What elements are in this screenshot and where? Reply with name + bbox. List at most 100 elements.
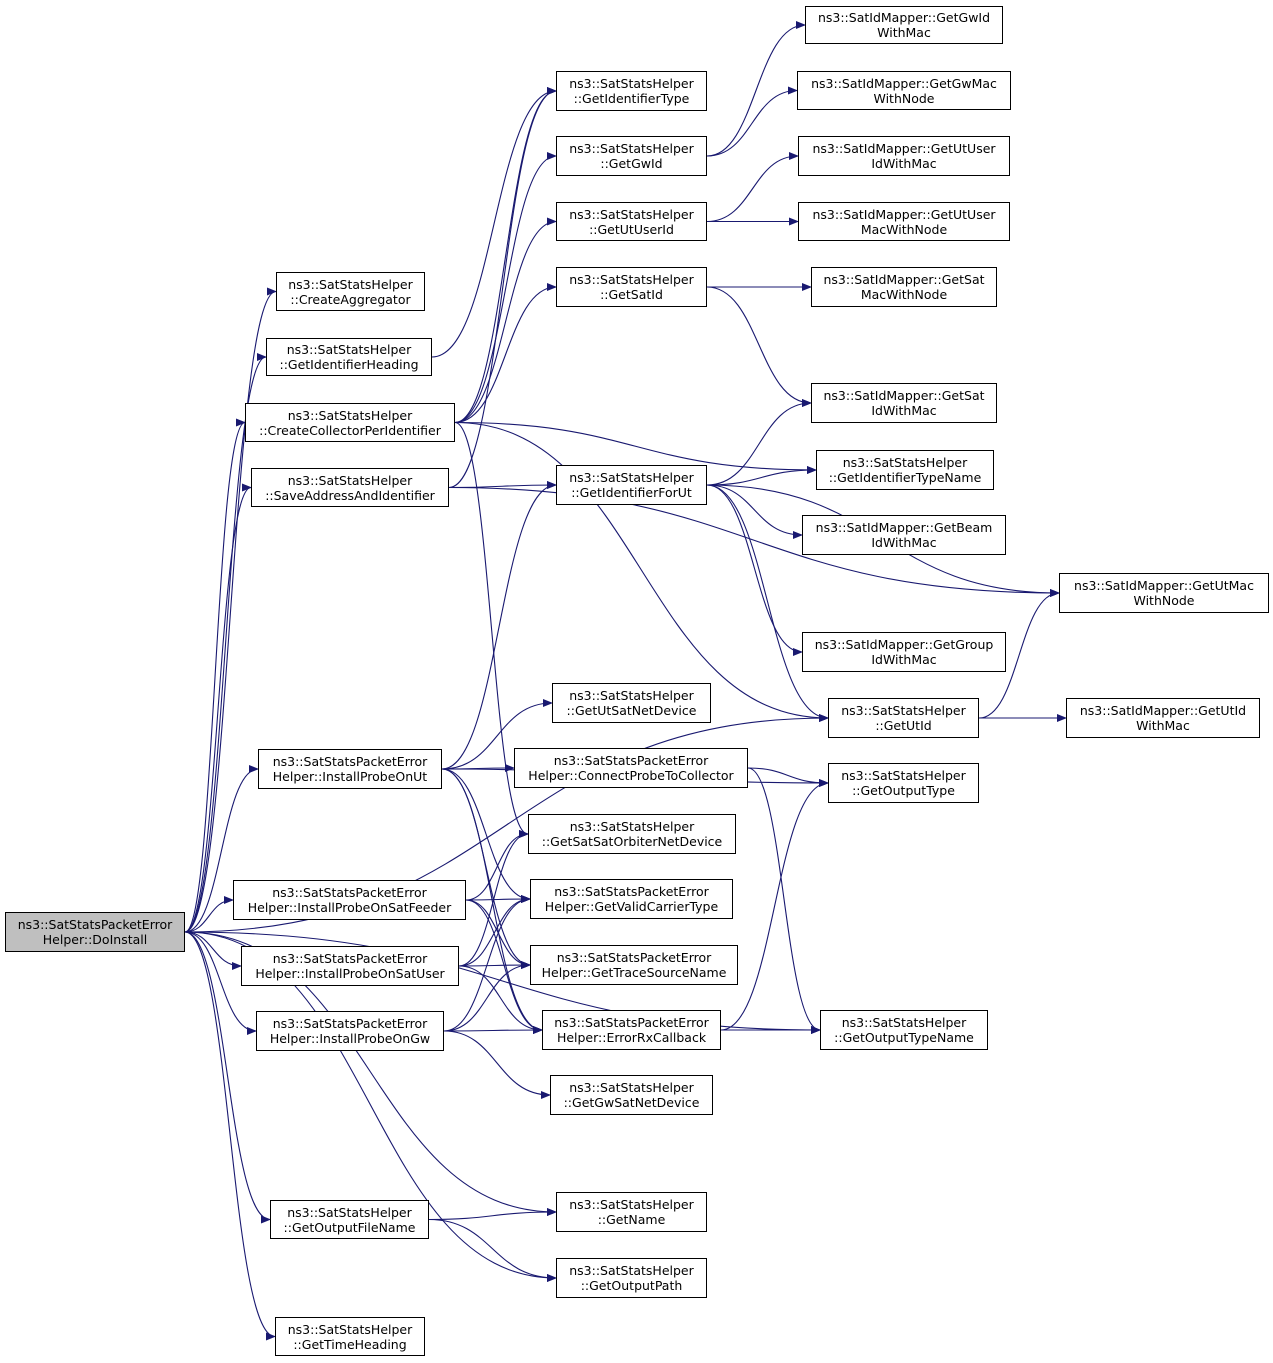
node-getgwid[interactable]: ns3::SatStatsHelper::GetGwId: [556, 136, 707, 176]
edge-createcollector-to-getsatsatorbiter: [454, 421, 529, 838]
node-label-line1: ns3::SatStatsHelper: [569, 272, 694, 287]
node-getoutputfilename[interactable]: ns3::SatStatsHelper::GetOutputFileName: [270, 1200, 429, 1239]
node-label-line2: ::GetOutputType: [852, 783, 955, 798]
node-gettimeheading[interactable]: ns3::SatStatsHelper::GetTimeHeading: [275, 1317, 425, 1356]
node-getidentifierforut[interactable]: ns3::SatStatsHelper::GetIdentifierForUt: [556, 465, 707, 505]
node-label-line2: ::GetGwSatNetDevice: [563, 1095, 700, 1110]
node-getidentifierheading[interactable]: ns3::SatStatsHelper::GetIdentifierHeadin…: [266, 338, 432, 376]
node-getidentifiertypename[interactable]: ns3::SatStatsHelper::GetIdentifierTypeNa…: [816, 450, 994, 490]
node-label-line1: ns3::SatStatsHelper: [569, 819, 695, 834]
edge-doinstall-to-getoutputfilename: [184, 931, 271, 1224]
node-label-line1: ns3::SatIdMapper::GetBeam: [815, 520, 993, 535]
node-getsatid[interactable]: ns3::SatStatsHelper::GetSatId: [556, 267, 707, 307]
node-label-line1: ns3::SatIdMapper::GetUtUser: [812, 206, 996, 222]
edge-getutid-to-getutmacwithnode: [978, 589, 1060, 719]
node-saveaddress[interactable]: ns3::SatStatsHelper::SaveAddressAndIdent…: [251, 468, 449, 507]
edge-installgw-to-gettracesource: [443, 961, 531, 1032]
node-getutsatnetdevice[interactable]: ns3::SatStatsHelper::GetUtSatNetDevice: [552, 683, 711, 723]
edge-installgw-to-getvalidcarrier: [443, 895, 531, 1032]
node-label-line2: ::GetTimeHeading: [293, 1336, 407, 1352]
edge-getsatid-to-getsatidwithmac: [706, 286, 812, 407]
node-label-line1: ns3::SatStatsHelper: [287, 472, 413, 488]
node-getidentifiertype[interactable]: ns3::SatStatsHelper::GetIdentifierType: [556, 71, 707, 111]
node-label-line1: ns3::SatIdMapper::GetUtMac: [1074, 578, 1254, 593]
node-label-line2: IdWithMac: [871, 403, 937, 418]
edge-doinstall-to-createcollector: [184, 418, 246, 933]
node-getgwsatnetdevice[interactable]: ns3::SatStatsHelper::GetGwSatNetDevice: [550, 1075, 713, 1115]
node-label-line1: ns3::SatStatsPacketError: [272, 1016, 428, 1031]
edge-getidentifierforut-to-getutid: [706, 484, 829, 722]
edge-createcollector-to-getgwid: [454, 152, 557, 424]
node-label-line2: ::GetSatId: [600, 287, 663, 302]
node-label-line1: ns3::SatStatsHelper: [287, 407, 413, 423]
edge-getoutputfilename-to-getname: [428, 1208, 557, 1221]
node-label-line1: ns3::SatStatsHelper: [287, 1321, 413, 1337]
node-label-line1: ns3::SatStatsHelper: [569, 141, 694, 156]
node-label-line1: ns3::SatStatsPacketError: [554, 1015, 709, 1030]
node-createaggregator[interactable]: ns3::SatStatsHelper::CreateAggregator: [276, 272, 425, 311]
edge-doinstall-to-installut: [184, 765, 259, 933]
node-label-line1: ns3::SatIdMapper::GetUtId: [1079, 703, 1247, 718]
node-label-line2: ::GetIdentifierTypeName: [828, 470, 982, 485]
node-createcollector[interactable]: ns3::SatStatsHelper::CreateCollectorPerI…: [245, 403, 455, 442]
node-label-line2: IdWithMac: [871, 652, 937, 667]
edge-installsatfeeder-to-getvalidcarrier: [465, 895, 531, 904]
node-label-line1: ns3::SatStatsPacketError: [554, 884, 709, 899]
node-getoutputtypename[interactable]: ns3::SatStatsHelper::GetOutputTypeName: [820, 1010, 988, 1050]
node-label-line1: ns3::SatStatsPacketError: [272, 885, 427, 900]
node-label-line2: ::GetUtUserId: [589, 221, 674, 237]
node-getutid[interactable]: ns3::SatStatsHelper::GetUtId: [828, 698, 979, 738]
edge-getidentifierforut-to-getbeamidwithmac: [706, 484, 803, 539]
edge-installut-to-getvalidcarrier: [441, 768, 531, 903]
node-label-line1: ns3::SatStatsHelper: [841, 768, 966, 783]
edge-createcollector-to-getidentifiertype: [454, 87, 557, 424]
node-label-line2: WithMac: [877, 25, 931, 40]
node-label-line2: ::GetGwId: [600, 156, 663, 171]
node-label-line2: Helper::GetValidCarrierType: [544, 899, 719, 914]
node-getutuserid[interactable]: ns3::SatStatsHelper::GetUtUserId: [556, 202, 707, 241]
node-label-line1: ns3::SatStatsPacketError: [272, 951, 428, 966]
edge-doinstall-to-installsatfeeder: [184, 896, 234, 933]
node-label-line2: MacWithNode: [860, 287, 948, 302]
node-getoutputpath[interactable]: ns3::SatStatsHelper::GetOutputPath: [556, 1258, 707, 1298]
edge-doinstall-to-gettimeheading: [184, 931, 276, 1341]
edge-errorrxcallback-to-getoutputtype: [720, 779, 829, 1031]
node-label-line2: ::CreateAggregator: [290, 291, 411, 307]
edge-doinstall-to-getidentifierheading: [184, 353, 267, 933]
edge-doinstall-to-createaggregator: [184, 287, 277, 933]
node-getname[interactable]: ns3::SatStatsHelper::GetName: [556, 1192, 707, 1232]
node-label-line1: ns3::SatStatsHelper: [569, 1080, 694, 1095]
edge-doinstall-to-installgw: [184, 931, 257, 1035]
node-getsatsatorbiter[interactable]: ns3::SatStatsHelper::GetSatSatOrbiterNet…: [528, 814, 736, 854]
edge-doinstall-to-installsatuser: [184, 931, 242, 970]
node-getoutputtype[interactable]: ns3::SatStatsHelper::GetOutputType: [828, 763, 979, 803]
node-label-line2: WithMac: [1136, 718, 1190, 733]
edge-installsatfeeder-to-getsatsatorbiter: [465, 830, 529, 901]
node-label-line1: ns3::SatIdMapper::GetGroup: [814, 637, 994, 652]
node-label-line2: Helper::InstallProbeOnUt: [272, 769, 428, 784]
node-label-line2: Helper::InstallProbeOnSatFeeder: [247, 900, 452, 915]
node-label-line1: ns3::SatStatsPacketError: [553, 753, 709, 768]
edge-installut-to-getutsatnetdevice: [441, 699, 553, 770]
